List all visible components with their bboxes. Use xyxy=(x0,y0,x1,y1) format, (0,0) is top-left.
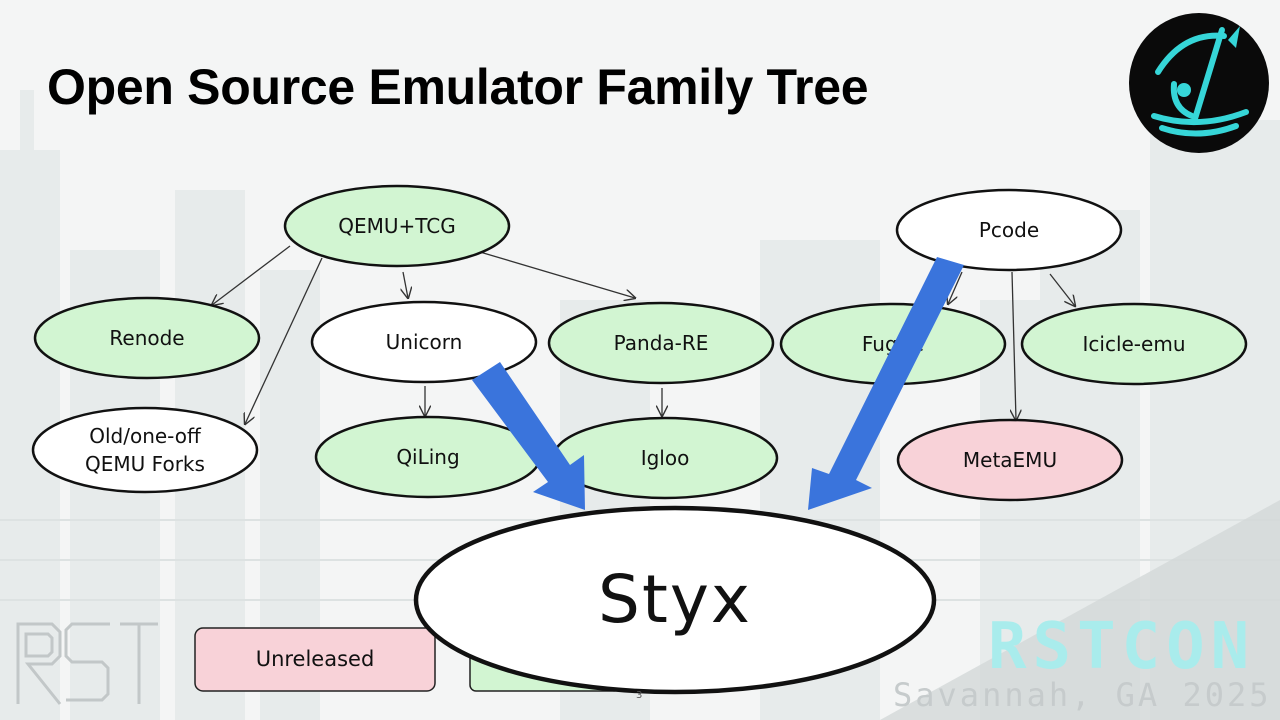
rst-logo-icon xyxy=(16,622,158,705)
node-metaemu: MetaEMU xyxy=(896,418,1124,502)
edge-pcode-icicle xyxy=(1049,273,1075,306)
trident-boat-icon xyxy=(1129,13,1269,153)
svg-text:Old/one-off: Old/one-off xyxy=(89,424,202,448)
node-igloo: Igloo xyxy=(551,416,779,500)
svg-text:QEMU+TCG: QEMU+TCG xyxy=(338,214,456,238)
edge-qemu-panda xyxy=(479,251,635,298)
edge-qemu-unicorn xyxy=(403,271,408,298)
node-qiling: QiLing xyxy=(314,415,542,499)
slide-title: Open Source Emulator Family Tree xyxy=(47,59,869,115)
node-old-qemu-forks: Old/one-off QEMU Forks xyxy=(31,406,259,494)
node-styx: Styx xyxy=(413,505,937,695)
svg-text:QiLing: QiLing xyxy=(396,445,459,469)
node-icicle-emu: Icicle-emu xyxy=(1020,302,1248,386)
edge-qemu-renode xyxy=(212,245,291,305)
svg-text:QEMU Forks: QEMU Forks xyxy=(85,452,205,476)
svg-text:Unreleased: Unreleased xyxy=(256,647,375,671)
blue-arrow-right xyxy=(808,257,964,510)
event-name: RSTCON xyxy=(988,610,1256,684)
node-pcode: Pcode xyxy=(895,188,1123,272)
legend-unreleased: Unreleased xyxy=(194,627,436,692)
svg-text:Igloo: Igloo xyxy=(641,446,690,470)
svg-text:Panda-RE: Panda-RE xyxy=(614,331,709,355)
svg-text:Unicorn: Unicorn xyxy=(386,330,463,354)
svg-text:MetaEMU: MetaEMU xyxy=(963,448,1057,472)
edge-pcode-fugue xyxy=(948,271,963,304)
node-renode: Renode xyxy=(33,296,261,380)
node-unicorn: Unicorn xyxy=(310,300,538,384)
event-location: Savannah, GA 2025 xyxy=(893,676,1272,714)
svg-text:Renode: Renode xyxy=(109,326,184,350)
edge-pcode-metaemu xyxy=(1012,271,1016,420)
svg-text:Styx: Styx xyxy=(598,561,752,638)
svg-text:Pcode: Pcode xyxy=(979,218,1039,242)
svg-text:Icicle-emu: Icicle-emu xyxy=(1083,332,1186,356)
edge-qemu-oldforks xyxy=(245,257,323,424)
blue-arrow-left xyxy=(472,362,585,510)
page-number: 3 xyxy=(636,690,643,701)
node-panda-re: Panda-RE xyxy=(547,301,775,385)
node-qemu-tcg: QEMU+TCG xyxy=(283,184,511,268)
